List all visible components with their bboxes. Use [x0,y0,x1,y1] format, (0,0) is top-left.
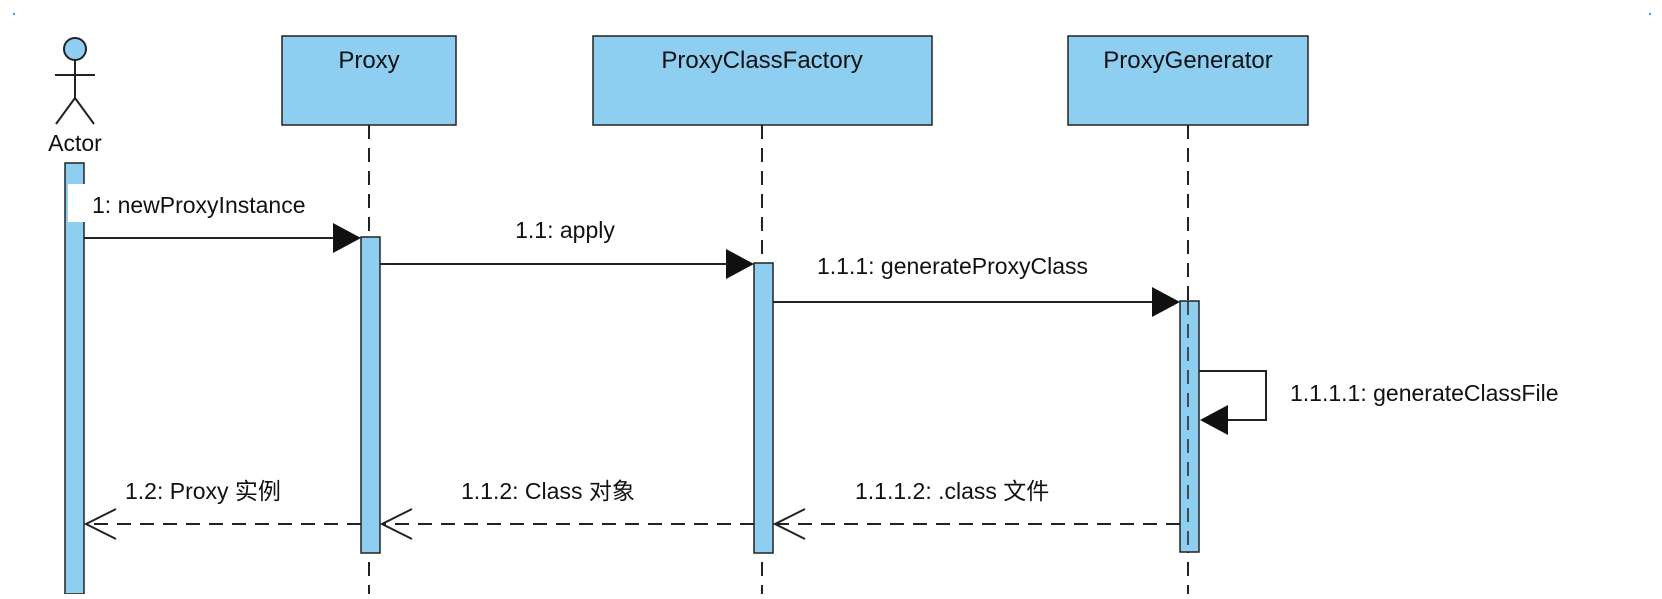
message-generate-proxy-class: 1.1.1: generateProxyClass [773,253,1180,317]
participant-label: Proxy [338,47,399,74]
corner-dot [12,12,16,16]
message-label: 1.1: apply [515,217,615,243]
message-label: 1.2: Proxy 实例 [125,478,281,504]
message-proxy-instance-return [83,508,361,540]
corner-dot [1648,12,1652,16]
label-background [68,184,349,222]
arrowhead-filled-icon [1152,287,1180,317]
arrowhead-filled-icon [333,223,361,253]
arrowhead-filled-icon [1200,405,1228,435]
message-generate-class-file: 1.1.1.1: generateClassFile [1199,370,1559,435]
message-label: 1: newProxyInstance [92,192,306,218]
arrowhead-open-icon [772,508,806,540]
stick-figure-icon [55,37,95,125]
participant-label: ProxyGenerator [1103,47,1272,74]
arrowhead-open-icon [379,508,413,540]
actor: Actor [48,37,102,156]
message-class-object-return [379,508,754,540]
participant-proxy: Proxy [281,35,457,126]
message-label: 1.1.2: Class 对象 [461,478,635,504]
participant-box [281,35,457,126]
message-apply: 1.1: apply [380,217,754,279]
arrowhead-open-icon [83,508,117,540]
message-class-file-return [772,508,1180,540]
participant-proxygenerator: ProxyGenerator [1067,35,1309,126]
activation-bar-proxy [360,236,381,554]
message-label: 1.1.1: generateProxyClass [817,253,1088,279]
arrowhead-filled-icon [726,249,754,279]
message-new-proxy-instance: 1: newProxyInstance [84,192,361,253]
message-line [1199,370,1267,421]
actor-label: Actor [48,130,102,156]
participant-box [1067,35,1309,126]
participant-proxyclassfactory: ProxyClassFactory [592,35,933,126]
activation-bar-proxygenerator [1179,300,1200,553]
message-label: 1.1.1.2: .class 文件 [855,478,1049,504]
participant-label: ProxyClassFactory [661,47,862,74]
activation-bar-proxyclassfactory [753,262,774,554]
message-label: 1.1.1.1: generateClassFile [1290,380,1559,406]
actor-activation-bar [64,162,85,595]
